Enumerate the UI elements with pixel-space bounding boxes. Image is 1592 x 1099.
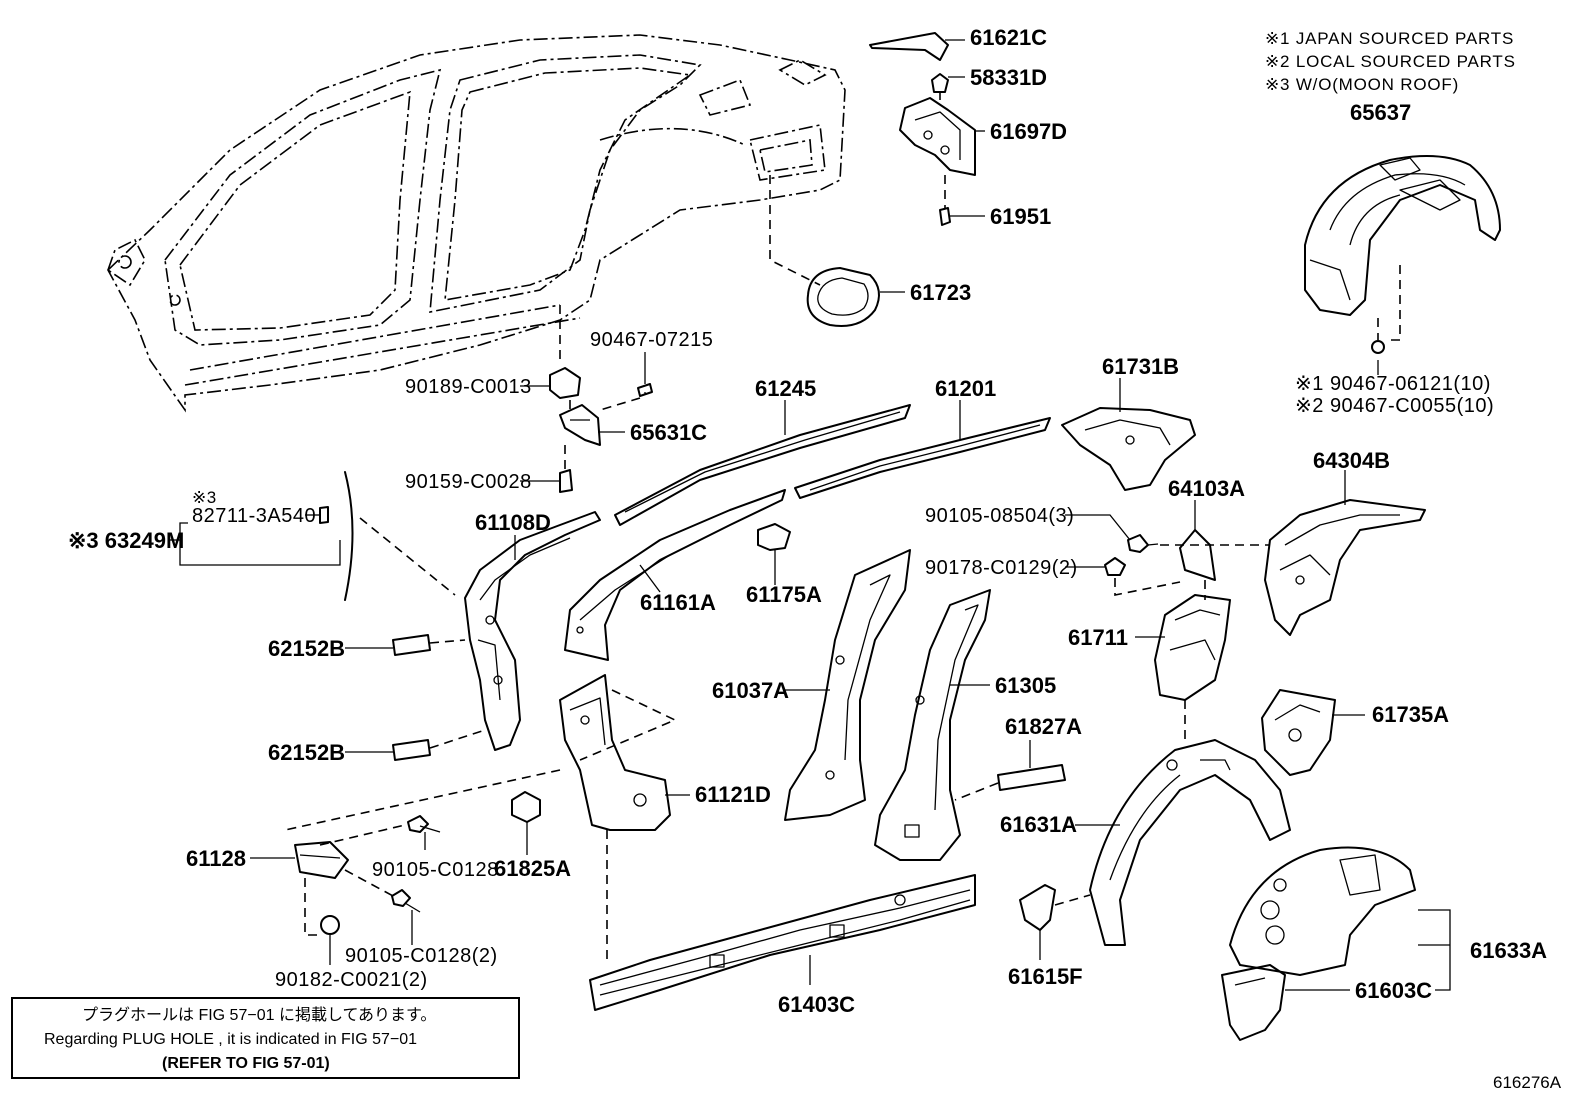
label-61403C[interactable]: 61403C	[778, 992, 855, 1017]
label-61603C[interactable]: 61603C	[1355, 978, 1432, 1003]
label-58331D[interactable]: 58331D	[970, 65, 1047, 90]
label-61697D[interactable]: 61697D	[990, 119, 1067, 144]
label-61108D[interactable]: 61108D	[475, 510, 551, 535]
part-61697D-shape	[899, 97, 976, 176]
part-61201-shape	[794, 417, 1051, 499]
part-90189-C0013-shape	[549, 367, 581, 399]
note-without-moonroof: ※3 W/O(MOON ROOF)	[1265, 75, 1459, 94]
note-japan-sourced: ※1 JAPAN SOURCED PARTS	[1265, 29, 1514, 48]
part-61731B-shape	[1061, 407, 1196, 491]
part-64103A-shape	[1179, 529, 1216, 581]
part-61403C-shape	[589, 874, 976, 1011]
label-64103A[interactable]: 64103A	[1168, 476, 1245, 501]
part-61711-shape	[1154, 594, 1231, 701]
part-61621C-shape	[869, 32, 949, 61]
label-61161A[interactable]: 61161A	[640, 590, 716, 615]
part-90105-C0128-shape	[407, 815, 441, 833]
label-90467-06121[interactable]: ※1 90467-06121(10)	[1295, 373, 1491, 395]
label-61175A[interactable]: 61175A	[746, 582, 822, 607]
part-90467-06121-shape	[1371, 340, 1385, 354]
part-90467-07215-shape	[637, 383, 653, 397]
note-box-english: Regarding PLUG HOLE , it is indicated in…	[44, 1031, 417, 1048]
part-90182-C0021-shape	[320, 915, 340, 935]
part-90105-08504-shape	[1127, 534, 1159, 553]
part-90159-C0028-shape	[559, 469, 573, 493]
part-82711-3A540-shape	[319, 506, 329, 524]
part-90178-C0129-shape	[1104, 557, 1126, 576]
part-61951-shape	[939, 207, 951, 226]
part-90105-C0128-2-shape	[391, 889, 421, 913]
label-61825A[interactable]: 61825A	[494, 856, 571, 881]
part-61827A-shape	[997, 764, 1066, 791]
label-90467-07215[interactable]: 90467-07215	[590, 329, 713, 351]
part-65637-shape	[1304, 155, 1501, 316]
label-61633A[interactable]: 61633A	[1470, 938, 1547, 963]
part-61305-shape	[874, 589, 991, 861]
label-82711-3A540[interactable]: 82711-3A540	[192, 505, 316, 527]
part-61108D-shape	[464, 511, 601, 751]
label-61827A[interactable]: 61827A	[1005, 714, 1082, 739]
part-62152B-1-shape	[392, 634, 431, 656]
label-65631C[interactable]: 65631C	[630, 420, 707, 445]
label-61621C[interactable]: 61621C	[970, 25, 1047, 50]
note-local-sourced: ※2 LOCAL SOURCED PARTS	[1265, 52, 1516, 71]
label-62152B-upper[interactable]: 62152B	[268, 636, 345, 661]
note-box-japanese: プラグホールは FIG 57−01 に掲載してあります。	[82, 1006, 436, 1024]
label-61128[interactable]: 61128	[186, 846, 246, 871]
label-90159-C0028[interactable]: 90159-C0028	[405, 471, 532, 493]
label-82711-note: ※3	[192, 488, 217, 507]
plug-hole-note-box: プラグホールは FIG 57−01 に掲載してあります。 Regarding P…	[11, 997, 520, 1079]
label-61951[interactable]: 61951	[990, 204, 1051, 229]
figure-number: 616276A	[1493, 1073, 1562, 1092]
label-61037A[interactable]: 61037A	[712, 678, 789, 703]
part-61121D-shape	[559, 674, 671, 831]
label-61305[interactable]: 61305	[995, 673, 1056, 698]
label-62152B-lower[interactable]: 62152B	[268, 740, 345, 765]
label-61711[interactable]: 61711	[1068, 625, 1128, 650]
label-63249M[interactable]: ※3 63249M	[68, 528, 184, 553]
label-61735A[interactable]: 61735A	[1372, 702, 1449, 727]
label-90182-C0021[interactable]: 90182-C0021(2)	[275, 969, 428, 991]
part-61128-shape	[294, 841, 349, 879]
label-61615F[interactable]: 61615F	[1008, 964, 1083, 989]
label-61245[interactable]: 61245	[755, 376, 816, 401]
part-61615F-shape	[1019, 884, 1056, 931]
part-61723-shape	[806, 267, 880, 327]
part-61631A-shape	[1089, 739, 1291, 946]
part-65631C-shape	[559, 404, 601, 446]
part-63249M-shape	[344, 471, 354, 601]
label-61201[interactable]: 61201	[935, 376, 996, 401]
part-61245-shape	[614, 404, 911, 526]
label-90467-C0055[interactable]: ※2 90467-C0055(10)	[1295, 395, 1494, 417]
label-61121D[interactable]: 61121D	[695, 782, 771, 807]
leader-lines	[170, 39, 1451, 991]
label-61631A[interactable]: 61631A	[1000, 812, 1077, 837]
part-62152B-2-shape	[392, 739, 431, 761]
label-90105-08504[interactable]: 90105-08504(3)	[925, 505, 1074, 527]
part-61175A-shape	[757, 523, 791, 551]
label-61723[interactable]: 61723	[910, 280, 971, 305]
part-58331D-shape	[931, 73, 949, 93]
label-61731B[interactable]: 61731B	[1102, 354, 1179, 379]
part-61735A-shape	[1261, 689, 1336, 776]
label-65637[interactable]: 65637	[1350, 100, 1411, 125]
label-90189-C0013[interactable]: 90189-C0013	[405, 376, 532, 398]
part-61633A-shape	[1229, 846, 1416, 976]
label-90105-C0128-2[interactable]: 90105-C0128(2)	[345, 945, 498, 967]
label-64304B[interactable]: 64304B	[1313, 448, 1390, 473]
body-side-outer-outline	[107, 34, 846, 413]
part-61037A-shape	[784, 549, 911, 821]
label-90105-C0128[interactable]: 90105-C0128	[372, 859, 499, 881]
note-box-refer: (REFER TO FIG 57-01)	[162, 1055, 330, 1072]
part-64304B-shape	[1264, 499, 1426, 636]
part-61161A-shape	[564, 489, 786, 661]
label-90178-C0129[interactable]: 90178-C0129(2)	[925, 557, 1078, 579]
part-61603C-shape	[1221, 964, 1286, 1041]
part-61825A-shape	[511, 791, 541, 823]
